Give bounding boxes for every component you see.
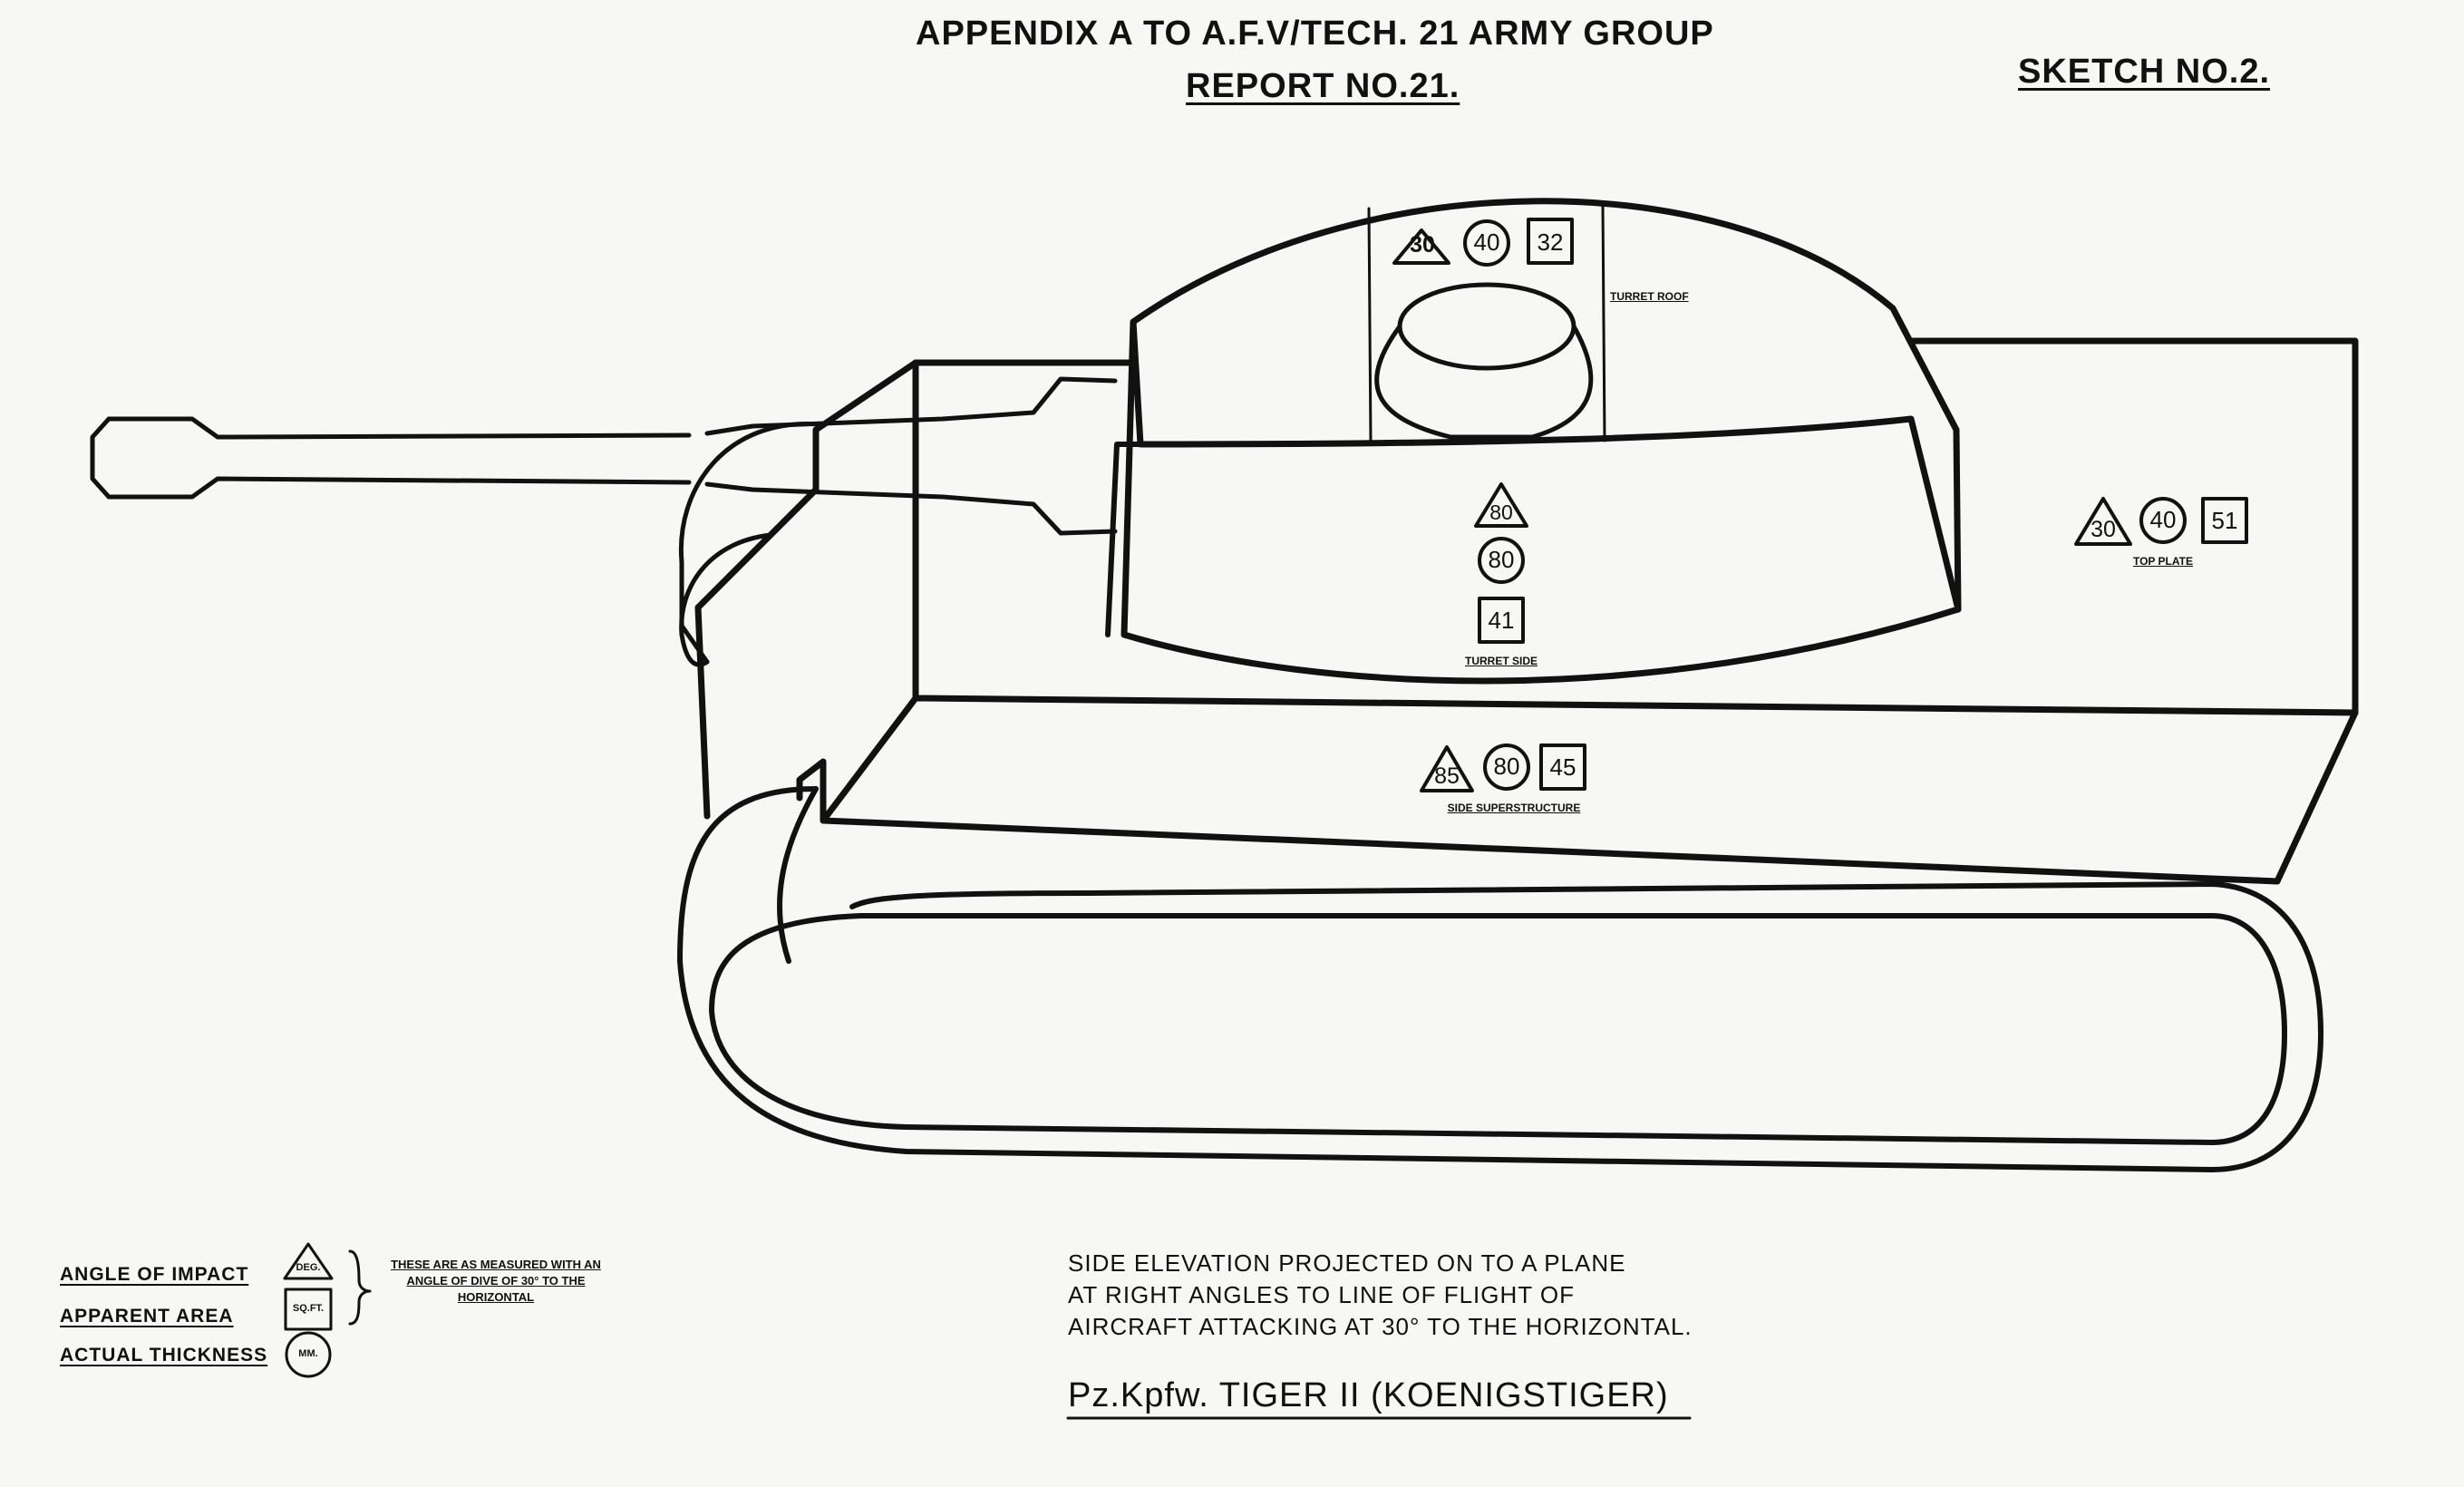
top-plate-area-value: 51 bbox=[2211, 507, 2238, 534]
track-outline bbox=[677, 786, 2323, 1172]
top-plate-thickness-circle bbox=[2139, 497, 2187, 544]
gun-barrel bbox=[90, 376, 1118, 536]
turret-side-thickness-circle bbox=[1478, 537, 1525, 584]
side-superstructure-name: SIDE SUPERSTRUCTURE bbox=[1447, 802, 1581, 814]
turret-side-area-square bbox=[1478, 597, 1525, 644]
top-plate-angle-triangle bbox=[2074, 497, 2132, 546]
gun-mantlet bbox=[678, 421, 823, 665]
turret-roof-area-value: 32 bbox=[1537, 228, 1564, 256]
turret-side-thickness-value: 80 bbox=[1488, 546, 1515, 573]
legend-area-square bbox=[284, 1288, 333, 1331]
legend-symbols bbox=[283, 1242, 372, 1378]
legend-brace bbox=[348, 1249, 372, 1326]
turret-roof-area-square bbox=[1527, 218, 1574, 265]
legend-note-line-3: HORIZONTAL bbox=[457, 1290, 535, 1304]
legend-thickness-label: ACTUAL THICKNESS bbox=[60, 1345, 268, 1366]
legend-angle-label: ANGLE OF IMPACT bbox=[60, 1264, 249, 1285]
front-sprocket bbox=[679, 532, 773, 667]
appendix-heading: APPENDIX A TO A.F.V/TECH. 21 ARMY GROUP bbox=[916, 15, 1714, 53]
turret-roof-angle-triangle bbox=[1392, 228, 1450, 265]
turret-roof-thickness-circle bbox=[1463, 219, 1510, 267]
top-plate-angle-value: 30 bbox=[2091, 517, 2116, 542]
turret-roof-thickness-value: 40 bbox=[1473, 228, 1500, 256]
side-superstructure-angle-value: 85 bbox=[1434, 763, 1460, 789]
legend-angle-triangle bbox=[283, 1242, 334, 1280]
caption-line-3: AIRCRAFT ATTACKING AT 30° TO THE HORIZON… bbox=[1068, 1313, 1693, 1340]
top-plate-label bbox=[2074, 497, 2248, 546]
turret-outline bbox=[1120, 318, 1962, 685]
turret-roof-panel-lines bbox=[1367, 202, 1606, 444]
side-superstructure-angle-triangle bbox=[1420, 745, 1474, 792]
turret-side-area-value: 41 bbox=[1488, 607, 1515, 634]
turret-side-angle-value: 80 bbox=[1489, 501, 1513, 524]
legend-angle-symbol: DEG. bbox=[296, 1262, 321, 1273]
hull-glacis bbox=[694, 359, 919, 820]
top-plate-area-square bbox=[2201, 497, 2248, 544]
caption-line-2: AT RIGHT ANGLES TO LINE OF FLIGHT OF bbox=[1068, 1281, 1576, 1308]
cupola-outline bbox=[1374, 282, 1594, 440]
report-number: REPORT No.21. bbox=[1186, 67, 1460, 105]
sketch-number: SKETCH No.2. bbox=[2018, 53, 2271, 91]
side-superstructure-area-value: 45 bbox=[1549, 753, 1576, 781]
legend-thickness-circle bbox=[285, 1331, 332, 1378]
drawing-title: Pz.Kpfw. TIGER II (KOENIGSTIGER) bbox=[1068, 1376, 1669, 1414]
turret-roof-label bbox=[1392, 218, 1574, 267]
turret-roof-outline bbox=[1130, 198, 1962, 613]
side-superstructure-thickness-value: 80 bbox=[1493, 753, 1520, 780]
caption-line-1: SIDE ELEVATION PROJECTED ON TO A PLANE bbox=[1068, 1249, 1626, 1277]
projection-caption: SIDE ELEVATION PROJECTED ON TO A PLANE A… bbox=[1068, 1248, 1693, 1343]
legend-area-label: APPARENT AREA bbox=[60, 1306, 234, 1327]
turret-side-name: TURRET SIDE bbox=[1464, 655, 1538, 667]
side-superstructure-label bbox=[1420, 744, 1586, 792]
legend-note-line-1: THESE ARE AS MEASURED WITH AN bbox=[391, 1258, 601, 1271]
turret-side-label bbox=[1474, 482, 1528, 644]
turret-front-edge bbox=[1105, 442, 1143, 637]
top-plate-name: TOP PLATE bbox=[2132, 555, 2193, 568]
side-superstructure-thickness-circle bbox=[1483, 744, 1530, 791]
turret-roof-angle-value: 30 bbox=[1410, 232, 1435, 258]
top-plate-thickness-value: 40 bbox=[2149, 506, 2177, 533]
legend-thickness-symbol: MM. bbox=[298, 1348, 318, 1359]
turret-roof-name: TURRET ROOF bbox=[1610, 290, 1689, 303]
side-superstructure-area-square bbox=[1539, 744, 1586, 791]
turret-side-angle-triangle bbox=[1474, 482, 1528, 528]
legend-note-line-2: ANGLE OF DIVE OF 30° TO THE bbox=[406, 1274, 586, 1288]
legend-note: THESE ARE AS MEASURED WITH AN ANGLE OF D… bbox=[373, 1257, 618, 1306]
legend-area-symbol: SQ.FT. bbox=[292, 1303, 325, 1314]
